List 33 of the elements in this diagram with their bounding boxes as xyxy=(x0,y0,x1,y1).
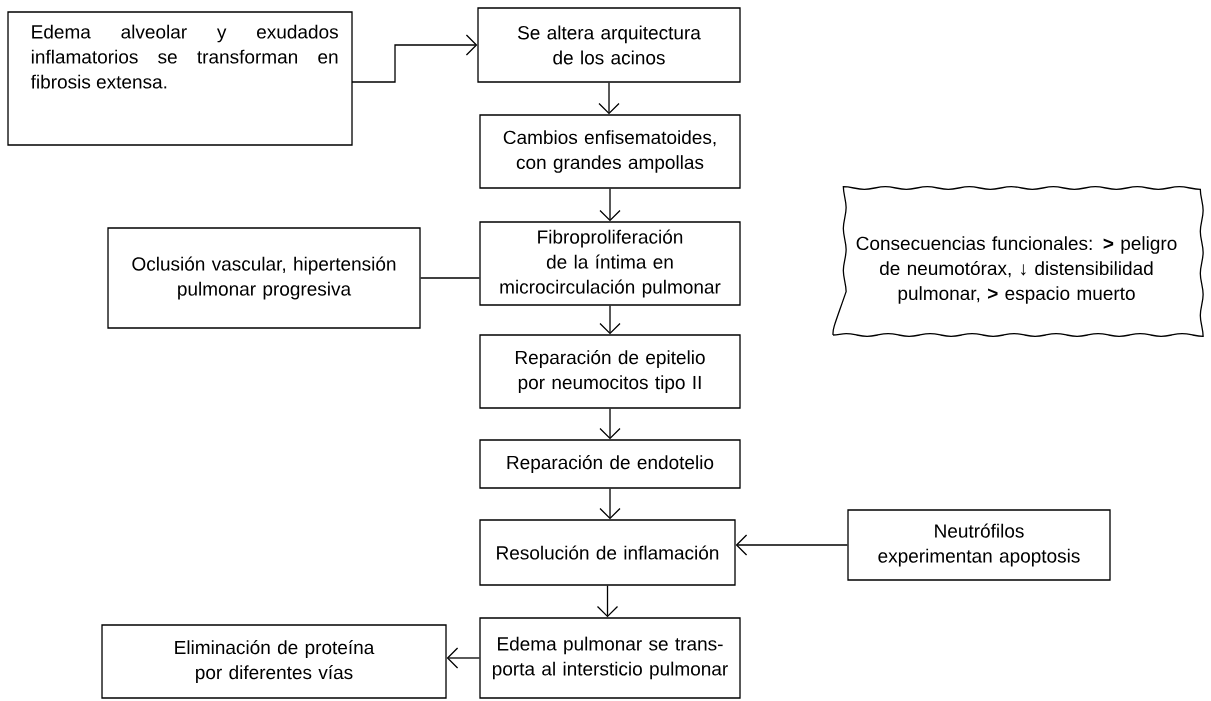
process-box xyxy=(479,617,741,699)
process-box xyxy=(479,221,741,306)
note-box xyxy=(832,185,1204,338)
arrow xyxy=(599,188,621,222)
box-text: Cambios enfisematoides, con grandes ampollas xyxy=(503,130,716,173)
process-box xyxy=(479,519,736,586)
box-text: Oclusión vascular, hipertensión pulmonar progresiva xyxy=(132,256,396,300)
process-box xyxy=(479,114,741,189)
arrow xyxy=(599,488,621,520)
process-box xyxy=(847,509,1111,581)
process-box xyxy=(7,11,353,146)
box-text: Neutrófilos experimentan apoptosis xyxy=(878,523,1080,567)
process-box xyxy=(479,439,741,489)
arrow xyxy=(596,585,619,618)
box-text: Se altera arquitectura de los acinos xyxy=(518,25,701,65)
box-text: Eliminación de proteína por diferentes vías xyxy=(175,640,375,683)
box-text: Edema alveolar y exudados inflamatorios se transforman en fibrosis extensa. xyxy=(30,24,338,89)
process-box xyxy=(101,624,447,699)
box-text: Reparación de endotelio xyxy=(507,455,714,473)
arrow xyxy=(599,408,621,440)
box-text: Fibroproliferación de la íntima en microcirculación pulmonar xyxy=(500,229,721,298)
arrow xyxy=(735,534,848,556)
arrow xyxy=(351,34,478,83)
process-box xyxy=(479,334,741,409)
arrow xyxy=(599,305,621,335)
box-text: Resolución de inflamación xyxy=(497,545,719,560)
box-text: Consecuencias funcionales: > peligro de neumotórax, ↓ distensibilidad pulmonar, > espacio muerto xyxy=(856,236,1177,304)
box-text: Edema pulmonar se trans-porta al intersticio pulmonar xyxy=(492,636,728,680)
process-box xyxy=(107,227,421,329)
arrow xyxy=(598,82,620,115)
arrow xyxy=(446,647,480,669)
box-text: Reparación de epitelio por neumocitos tipo II xyxy=(515,350,705,393)
process-box xyxy=(477,7,741,83)
